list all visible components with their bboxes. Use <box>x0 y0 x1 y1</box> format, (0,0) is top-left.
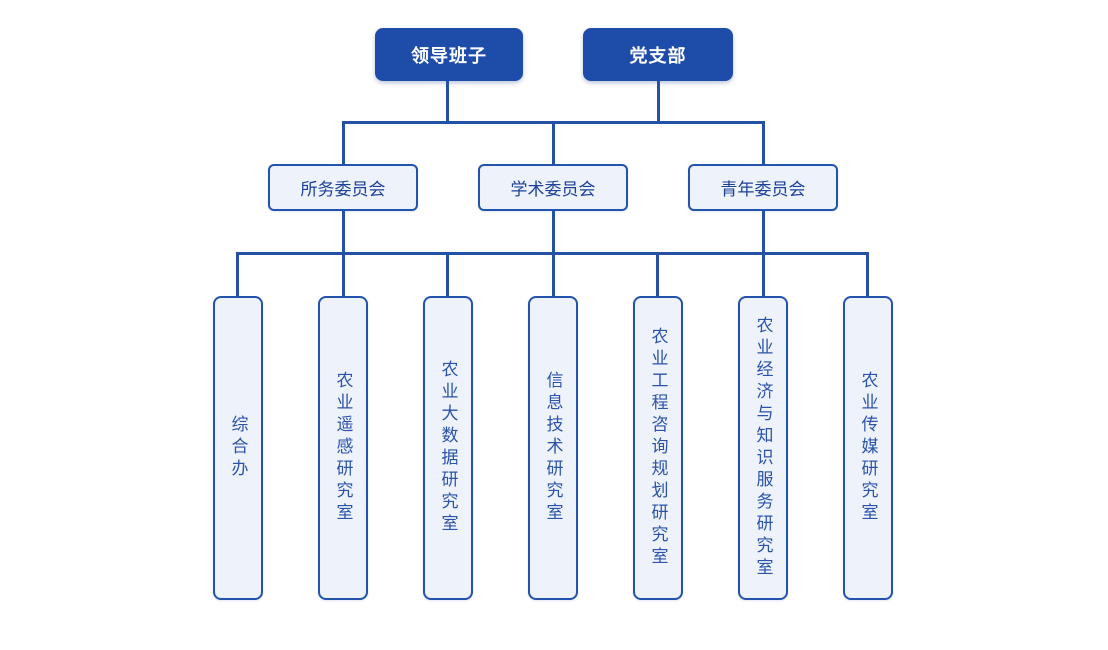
node-label: 青年委员会 <box>720 180 806 199</box>
node-youth-committee: 青年委员会 <box>688 164 838 211</box>
node-academic-committee: 学术委员会 <box>478 164 628 211</box>
connector-institute-affairs-riser <box>342 211 345 255</box>
node-party-branch: 党支部 <box>583 28 733 81</box>
node-label: 农业遥感研究室 <box>333 371 353 525</box>
node-remote-sensing-lab: 农业遥感研究室 <box>318 296 368 600</box>
connector-drop-information-technology <box>552 252 555 296</box>
node-leadership-team: 领导班子 <box>375 28 523 81</box>
connector-leadership-riser <box>446 81 449 124</box>
node-institute-affairs-committee: 所务委员会 <box>268 164 418 211</box>
node-label: 学术委员会 <box>510 180 596 199</box>
connector-drop-big-data <box>446 252 449 296</box>
node-label: 综合办 <box>228 415 248 481</box>
connector-drop-youth <box>762 121 765 164</box>
node-media-lab: 农业传媒研究室 <box>843 296 893 600</box>
connector-party-branch-riser <box>657 81 660 124</box>
node-general-office: 综合办 <box>213 296 263 600</box>
node-information-technology-lab: 信息技术研究室 <box>528 296 578 600</box>
connector-youth-riser <box>762 211 765 255</box>
node-label: 党支部 <box>629 45 687 66</box>
node-label: 信息技术研究室 <box>543 371 563 525</box>
connector-drop-academic <box>552 121 555 164</box>
node-label: 领导班子 <box>411 45 487 66</box>
node-label: 农业工程咨询规划研究室 <box>648 327 668 569</box>
connector-drop-general-office <box>236 252 239 296</box>
connector-academic-riser <box>552 211 555 255</box>
connector-drop-engineering-consulting <box>656 252 659 296</box>
node-economics-knowledge-services-lab: 农业经济与知识服务研究室 <box>738 296 788 600</box>
connector-drop-economics-knowledge <box>762 252 765 296</box>
node-label: 农业传媒研究室 <box>858 371 878 525</box>
connector-drop-remote-sensing <box>342 252 345 296</box>
node-big-data-lab: 农业大数据研究室 <box>423 296 473 600</box>
connector-drop-media <box>866 252 869 296</box>
connector-drop-institute-affairs <box>342 121 345 164</box>
node-label: 农业经济与知识服务研究室 <box>753 316 773 580</box>
node-engineering-consulting-planning-lab: 农业工程咨询规划研究室 <box>633 296 683 600</box>
node-label: 农业大数据研究室 <box>438 360 458 536</box>
node-label: 所务委员会 <box>300 180 386 199</box>
